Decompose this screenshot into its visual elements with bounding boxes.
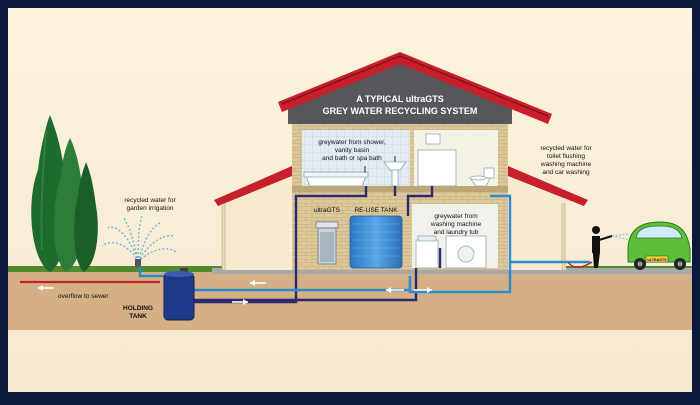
garden-label-line1: recycled water for <box>124 197 176 204</box>
cabinet <box>417 133 457 187</box>
washing-machine-icon <box>445 235 487 269</box>
washing-label-line3: and laundry tub <box>434 229 479 236</box>
washing-label-line2: washing machine <box>430 221 482 228</box>
reuse-tank <box>349 215 403 269</box>
tree-icon <box>31 115 98 272</box>
ultragts-unit <box>315 221 339 265</box>
ultragts-label: ultraGTS <box>314 207 341 214</box>
washing-label-line1: greywater from <box>434 213 477 220</box>
holding-tank-label-line1: HOLDING <box>123 305 153 312</box>
basin-icon <box>383 156 407 187</box>
car-plate: ULTRAGTS <box>647 258 667 262</box>
flow-arrow-icon <box>38 280 432 305</box>
toilet-icon <box>469 167 495 187</box>
toilet-label-line3: washing machine <box>540 161 592 168</box>
car-icon <box>627 221 691 270</box>
diagram-title-line1: A TYPICAL ultraGTS <box>356 94 444 104</box>
garden-label-line2: garden irrigation <box>127 205 174 212</box>
overflow-label: overflow to sewer <box>58 293 109 300</box>
laundry-tub-icon <box>415 235 439 269</box>
greywater-pipes <box>194 186 442 304</box>
diagram-title-line2: GREY WATER RECYCLING SYSTEM <box>323 106 478 116</box>
shower-label-line3: and bath or spa bath <box>322 155 382 162</box>
toilet-label-line4: and car washing <box>542 169 590 176</box>
bath-icon <box>303 166 369 187</box>
shower-label-line1: greywater from shower, <box>318 139 386 146</box>
holding-tank-label-line2: TANK <box>129 313 147 320</box>
sprinkler-icon <box>101 215 177 267</box>
reuse-tank-label: RE-USE TANK <box>354 207 398 214</box>
person-hose-icon <box>567 226 631 268</box>
gable <box>288 58 512 124</box>
toilet-label-line2: toilet flushing <box>547 153 585 160</box>
holding-tank <box>163 268 195 321</box>
roof <box>214 52 588 271</box>
shower-label-line2: vanity basin <box>335 147 370 154</box>
ground-path <box>212 268 692 274</box>
toilet-label-line1: recycled water for <box>540 145 592 152</box>
